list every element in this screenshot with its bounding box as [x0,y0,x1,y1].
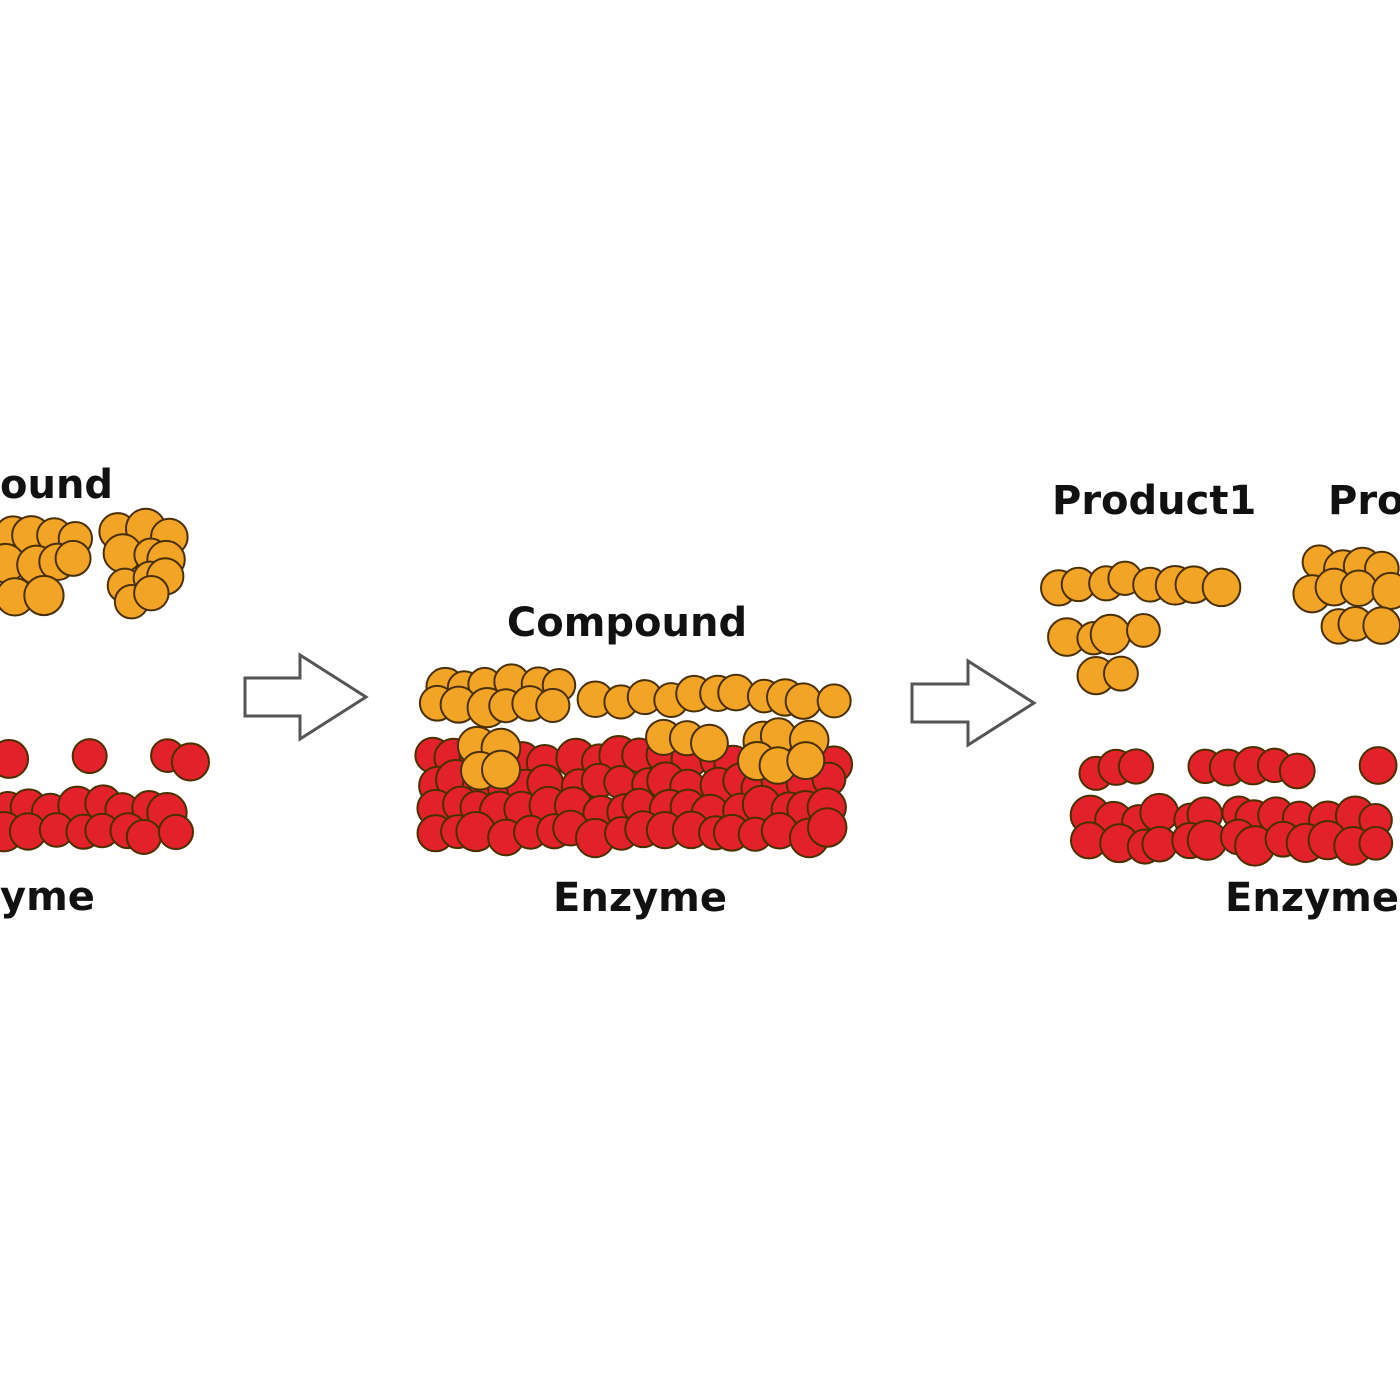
atom [54,539,92,577]
atom [1201,567,1242,608]
atom [1102,655,1139,692]
atom [0,739,30,779]
arrow-right-icon [243,652,369,742]
atom [689,723,729,763]
compound-label-left: ound [0,462,113,508]
compound-middle [418,663,852,791]
product2-label: Pro [1328,478,1400,524]
compound-left [0,507,189,620]
enzyme-label-middle: Enzyme [553,875,727,921]
molecules [0,507,1400,867]
atom [133,574,170,612]
enzyme-label-left: yme [0,874,95,920]
atom [1278,752,1316,790]
product1-label: Product1 [1052,478,1256,524]
arrow-right-icon [910,658,1037,748]
enzyme-left [0,738,210,855]
atom [1358,825,1394,861]
atom [806,807,848,848]
atom [1358,746,1398,785]
atom [1339,569,1378,608]
atom [535,687,571,724]
product1 [1040,560,1242,696]
atom [71,738,108,775]
atom [170,742,210,782]
product2 [1292,544,1400,645]
atom [23,574,65,617]
atom [786,741,826,781]
atom [481,749,522,790]
atom [125,818,162,855]
atom [784,682,823,720]
atom [1362,606,1400,645]
compound-label-middle: Compound [507,600,747,646]
enzyme-label-right: Enzyme [1225,875,1399,921]
atom [1126,613,1161,648]
atom [1371,571,1400,610]
atom [1117,748,1155,785]
enzyme-right [1069,746,1398,867]
atom [816,683,852,719]
atom [1089,613,1132,656]
atom [157,813,194,851]
